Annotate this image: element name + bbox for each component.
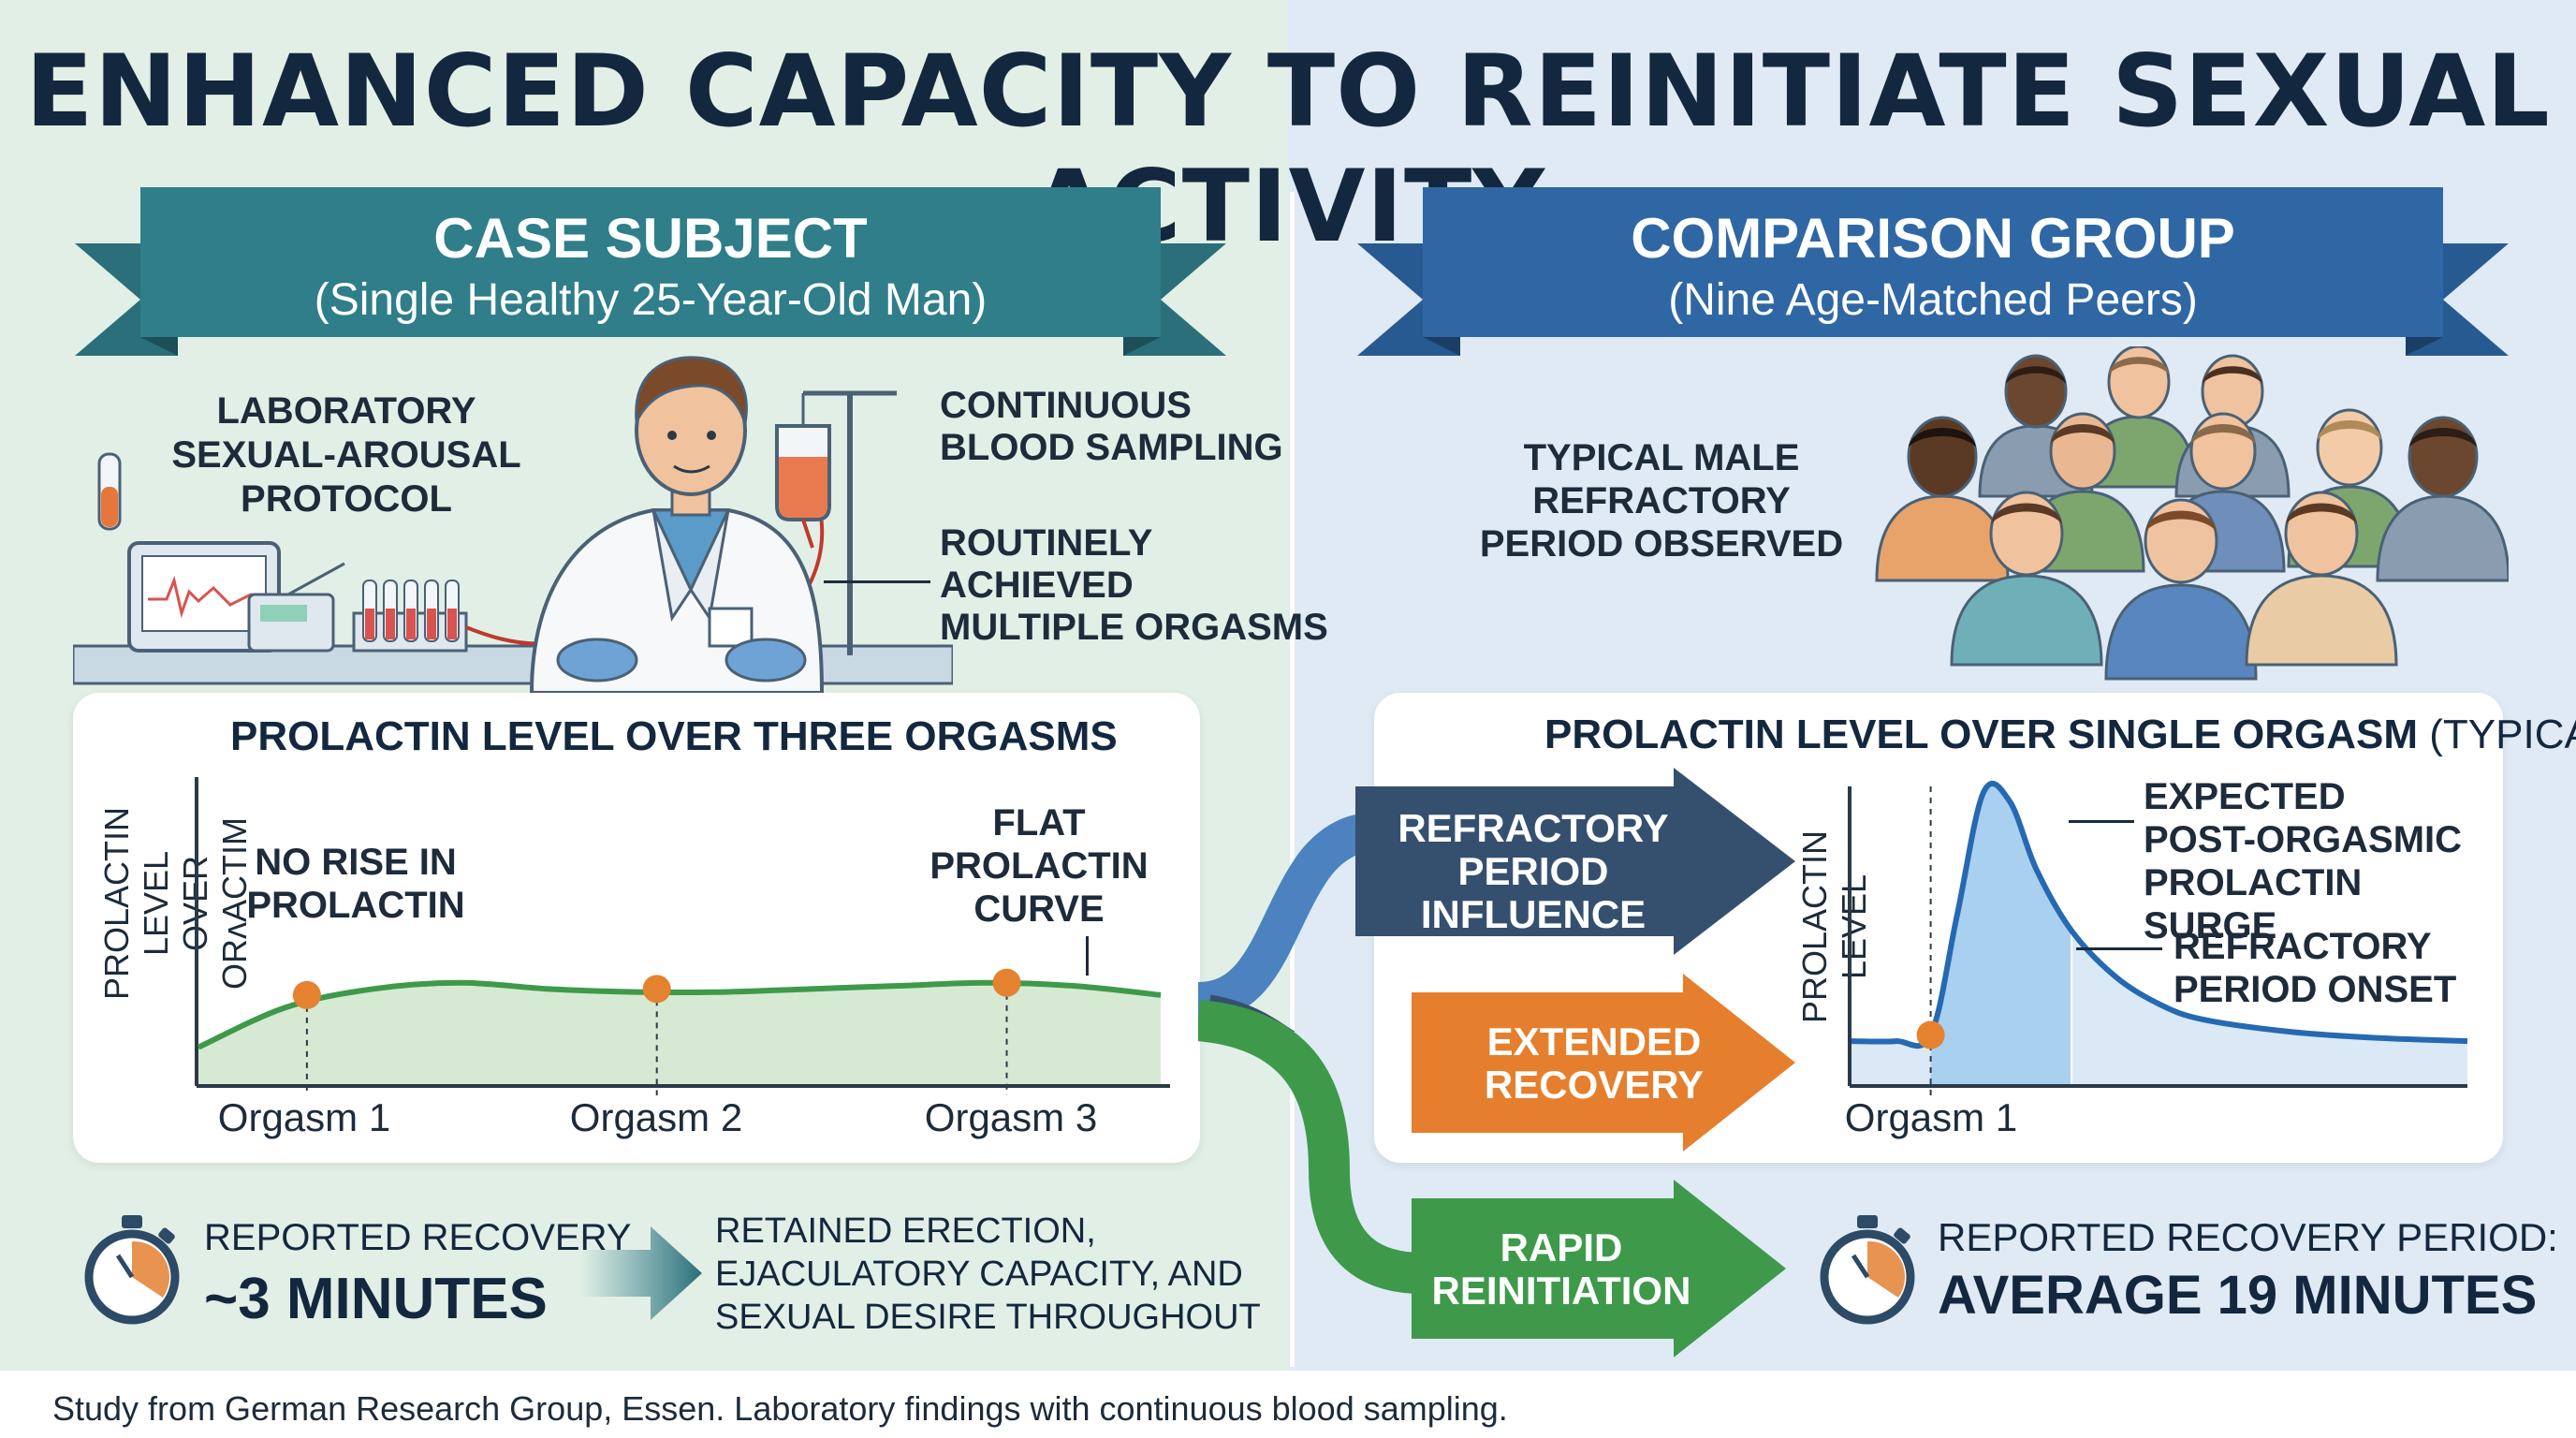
- annotation-no-rise: NO RISE IN PROLACTIN: [246, 842, 465, 926]
- case-subject-subtitle: (Single Healthy 25-Year-Old Man): [314, 275, 988, 325]
- label-multiple-orgasms: ROUTINELY ACHIEVED MULTIPLE ORGASMS: [940, 522, 1328, 648]
- right-orgasm-marker: [1916, 1020, 1945, 1049]
- left-prolactin-chart: [195, 777, 1170, 1095]
- onset-pointer: [2076, 947, 2162, 950]
- center-divider: [1290, 192, 1295, 1367]
- arrow-rapid-reinitiation: RAPID REINITIATION: [1412, 1180, 1786, 1361]
- lab-scene-illustration: [73, 356, 953, 693]
- retained-capacity-text: RETAINED ERECTION, EJACULATORY CAPACITY,…: [715, 1211, 1261, 1337]
- case-subject-title: CASE SUBJECT: [433, 207, 868, 270]
- left-orgasm-marker-2: [642, 975, 671, 1004]
- flow-connectors: [1198, 814, 1424, 1294]
- left-curve-area: [198, 982, 1161, 1084]
- arrow-rapid-text: RAPID REINITIATION: [1431, 1225, 1691, 1313]
- footer-source-note: Study from German Research Group, Essen.…: [52, 1389, 1508, 1428]
- right-tick-orgasm-1: Orgasm 1: [1844, 1095, 2018, 1139]
- stopwatch-icon: [84, 1215, 180, 1325]
- right-surge-region: [1930, 784, 2071, 1084]
- right-chart-title-main: PROLACTIN LEVEL OVER SINGLE ORGASM: [1544, 712, 2419, 757]
- label-protocol: LABORATORY SEXUAL-AROUSAL PROTOCOL: [171, 390, 521, 520]
- left-recovery-value: ~3 MINUTES: [204, 1267, 548, 1331]
- label-typical-refractory: TYPICAL MALE REFRACTORY PERIOD OBSERVED: [1479, 437, 1844, 565]
- right-chart-title: PROLACTIN LEVEL OVER SINGLE ORGASM (TYPI…: [1544, 712, 2576, 758]
- right-prolactin-line: [1851, 781, 2468, 1049]
- label-blood-sampling: CONTINUOUS BLOOD SAMPLING: [940, 385, 1283, 468]
- annotation-refractory-onset: REFRACTORY PERIOD ONSET: [2174, 926, 2457, 1010]
- case-subject-banner: CASE SUBJECT (Single Healthy 25-Year-Old…: [75, 187, 1226, 356]
- arrow-refractory-influence: REFRACTORY PERIOD INFLUENCE: [1355, 768, 1795, 959]
- comparison-group-subtitle: (Nine Age-Matched Peers): [1668, 275, 2198, 325]
- right-recovery-value: AVERAGE 19 MINUTES: [1938, 1265, 2538, 1326]
- left-orgasm-marker-3: [992, 968, 1021, 997]
- arrow-refractory-text: REFRACTORY PERIOD INFLUENCE: [1398, 806, 1669, 936]
- peer-group-illustration: [1875, 346, 2509, 681]
- right-arrow-icon: [580, 1226, 702, 1320]
- right-prolactin-chart: [1848, 781, 2468, 1095]
- left-tick-orgasm-1: Orgasm 1: [217, 1095, 391, 1139]
- right-chart-title-suffix: (TYPICAL): [2429, 712, 2576, 757]
- comparison-group-banner: COMPARISON GROUP (Nine Age-Matched Peers…: [1357, 187, 2509, 356]
- annotation-prolactin-surge: EXPECTED POST-ORGASMIC PROLACTIN SURGE: [2144, 776, 2463, 946]
- stopwatch-icon-right: [1820, 1215, 1915, 1325]
- arrow-extended-text: EXTENDED RECOVERY: [1484, 1020, 1705, 1107]
- annotation-flat-curve: FLAT PROLACTIN CURVE: [929, 802, 1149, 930]
- left-recovery-label: REPORTED RECOVERY: [204, 1217, 632, 1258]
- surge-pointer: [2069, 820, 2134, 823]
- leader-line: [824, 580, 930, 583]
- left-tick-orgasm-3: Orgasm 3: [924, 1095, 1098, 1139]
- flat-curve-pointer: [1086, 936, 1089, 976]
- left-orgasm-marker-1: [292, 980, 321, 1009]
- left-chart-title: PROLACTIN LEVEL OVER THREE ORGASMS: [230, 713, 1118, 759]
- left-tick-orgasm-2: Orgasm 2: [569, 1095, 743, 1139]
- comparison-group-title: COMPARISON GROUP: [1631, 207, 2235, 270]
- arrow-extended-recovery: EXTENDED RECOVERY: [1412, 974, 1795, 1155]
- right-recovery-label: REPORTED RECOVERY PERIOD:: [1938, 1215, 2558, 1259]
